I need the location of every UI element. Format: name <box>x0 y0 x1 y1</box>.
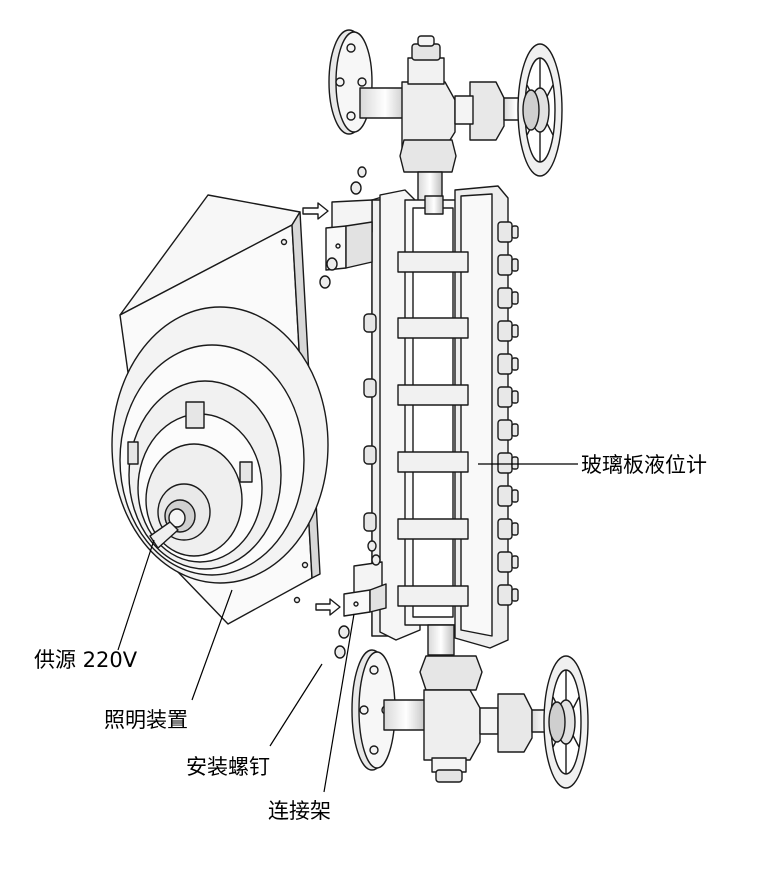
top-valve-assembly <box>329 30 562 202</box>
connecting-bracket-top <box>326 200 372 270</box>
leader-connecting-bracket <box>324 614 354 792</box>
glass-plate-gauge-body <box>364 186 518 655</box>
assembly-arrow-bottom <box>316 599 340 615</box>
connecting-bracket-bottom <box>344 562 386 616</box>
label-power-supply: 供源 220V <box>34 648 138 672</box>
assembly-arrow-top <box>303 203 328 219</box>
label-lighting-device: 照明装置 <box>104 708 188 732</box>
lighting-device <box>112 195 328 624</box>
bottom-valve-assembly <box>352 650 588 788</box>
label-mounting-screw: 安装螺钉 <box>186 755 270 779</box>
mounting-screws <box>320 167 380 658</box>
leader-mounting-screw <box>270 664 322 746</box>
label-level-gauge: 玻璃板液位计 <box>581 453 707 477</box>
leader-power-supply <box>118 540 154 650</box>
label-connecting-bracket: 连接架 <box>268 799 331 823</box>
leader-lighting-device <box>192 590 232 700</box>
